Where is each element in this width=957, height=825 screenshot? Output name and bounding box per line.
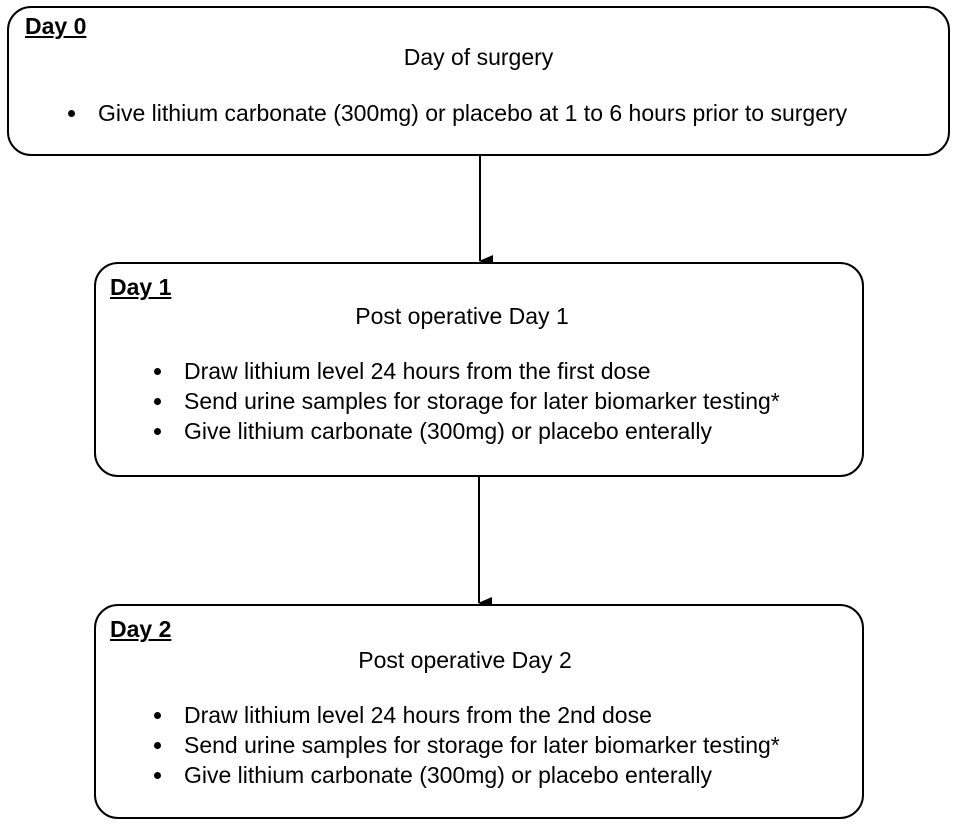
list-item: Give lithium carbonate (300mg) or placeb… xyxy=(152,760,780,790)
day-1-box: Day 1 Post operative Day 1 Draw lithium … xyxy=(94,262,864,477)
bullet-icon xyxy=(154,772,161,779)
bullet-text: Draw lithium level 24 hours from the 2nd… xyxy=(184,702,652,728)
day-0-subtitle: Day of surgery xyxy=(403,44,554,70)
bullet-icon xyxy=(154,428,161,435)
day-2-heading: Day 2 xyxy=(110,616,172,642)
day-0-bullet-list: Give lithium carbonate (300mg) or placeb… xyxy=(66,98,847,128)
bullet-text: Give lithium carbonate (300mg) or placeb… xyxy=(98,100,848,126)
day-0-heading: Day 0 xyxy=(25,13,87,39)
bullet-text: Give lithium carbonate (300mg) or placeb… xyxy=(184,418,712,444)
day-1-bullet-list: Draw lithium level 24 hours from the fir… xyxy=(152,356,780,446)
bullet-icon xyxy=(154,398,161,405)
day-1-subtitle: Post operative Day 1 xyxy=(355,303,569,329)
bullet-text: Give lithium carbonate (300mg) or placeb… xyxy=(184,762,712,788)
day-2-subtitle: Post operative Day 2 xyxy=(358,647,572,673)
day-1-heading: Day 1 xyxy=(110,274,172,300)
bullet-icon xyxy=(68,110,75,117)
bullet-icon xyxy=(154,742,161,749)
day-0-box: Day 0 Day of surgery Give lithium carbon… xyxy=(7,6,950,156)
list-item: Give lithium carbonate (300mg) or placeb… xyxy=(66,98,847,128)
list-item: Send urine samples for storage for later… xyxy=(152,386,780,416)
list-item: Send urine samples for storage for later… xyxy=(152,730,780,760)
bullet-text: Send urine samples for storage for later… xyxy=(184,388,780,414)
day-2-bullet-list: Draw lithium level 24 hours from the 2nd… xyxy=(152,700,780,790)
bullet-text: Send urine samples for storage for later… xyxy=(184,732,780,758)
day-2-box: Day 2 Post operative Day 2 Draw lithium … xyxy=(94,604,864,819)
bullet-icon xyxy=(154,712,161,719)
list-item: Give lithium carbonate (300mg) or placeb… xyxy=(152,416,780,446)
list-item: Draw lithium level 24 hours from the fir… xyxy=(152,356,780,386)
bullet-text: Draw lithium level 24 hours from the fir… xyxy=(184,358,651,384)
bullet-icon xyxy=(154,368,161,375)
list-item: Draw lithium level 24 hours from the 2nd… xyxy=(152,700,780,730)
